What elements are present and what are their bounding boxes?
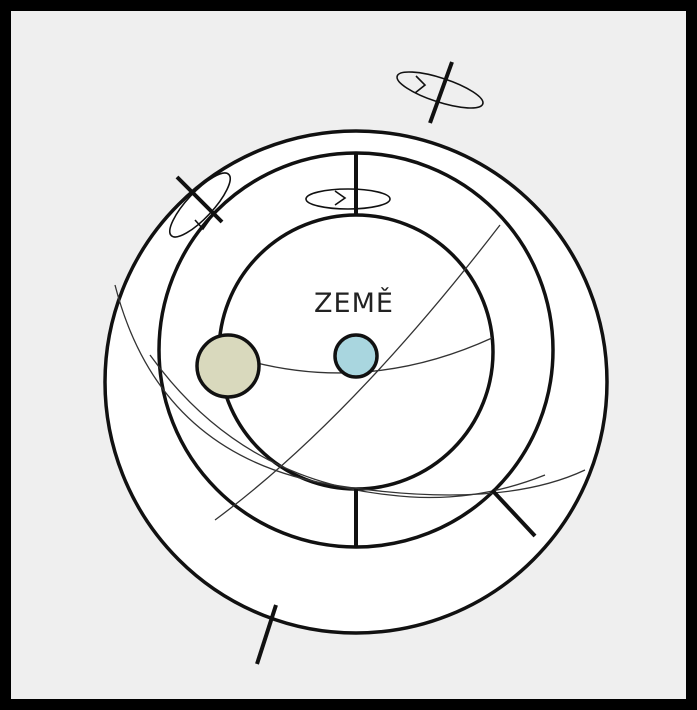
earth-body xyxy=(335,335,377,377)
earth-label: ZEMĚ xyxy=(314,287,394,319)
planet-body xyxy=(197,335,259,397)
outer-axis-top xyxy=(430,62,452,123)
